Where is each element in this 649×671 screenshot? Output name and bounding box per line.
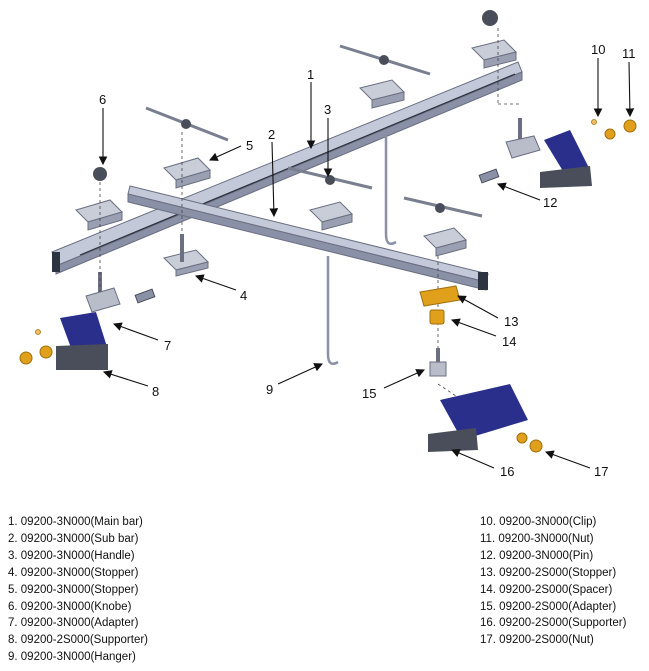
callout-8: 8 <box>152 384 159 399</box>
callout-9: 9 <box>266 382 273 397</box>
part-item: 9. 09200-3N000(Hanger) <box>8 651 136 664</box>
brass-parts <box>19 119 637 453</box>
leader-lines <box>98 58 635 469</box>
callout-14: 14 <box>502 334 516 349</box>
part-item: 5. 09200-3N000(Stopper) <box>8 583 139 596</box>
callout-5: 5 <box>246 138 253 153</box>
callout-11: 11 <box>622 46 636 61</box>
part-item: 8. 09200-2S000(Supporter) <box>8 634 149 647</box>
adapters <box>85 135 541 377</box>
part-item: 15. 09200-2S000(Adapter) <box>480 600 617 613</box>
exploded-assembly-diagram: 1 2 3 4 5 6 7 8 9 10 11 12 13 14 15 16 1… <box>19 10 637 479</box>
part-item: 3. 09200-3N000(Handle) <box>8 549 135 562</box>
callout-12: 12 <box>543 195 557 210</box>
parts-list-left: 1. 09200-3N000(Main bar) 2. 09200-3N000(… <box>8 514 148 666</box>
part-item: 11. 09200-3N000(Nut) <box>480 532 594 545</box>
callout-2: 2 <box>268 127 275 142</box>
part-item: 6. 09200-3N000(Knobe) <box>8 600 132 613</box>
part-item: 2. 09200-3N000(Sub bar) <box>8 532 139 545</box>
part-item: 17. 09200-2S000(Nut) <box>480 634 594 647</box>
callout-4: 4 <box>240 288 247 303</box>
callout-17: 17 <box>594 464 608 479</box>
callout-16: 16 <box>500 464 514 479</box>
clips <box>35 119 597 335</box>
callout-15: 15 <box>362 386 376 401</box>
part-item: 10. 09200-3N000(Clip) <box>480 516 597 528</box>
callout-3: 3 <box>324 102 331 117</box>
parts-list-right: 10. 09200-3N000(Clip) 11. 09200-3N000(Nu… <box>480 514 626 649</box>
main-bar <box>51 61 523 275</box>
hangers <box>326 136 397 365</box>
part-item: 1. 09200-3N000(Main bar) <box>8 516 143 528</box>
pins <box>134 168 500 304</box>
stopper-blocks <box>75 39 517 277</box>
callout-7: 7 <box>164 338 171 353</box>
part-item: 13. 09200-2S000(Stopper) <box>480 566 617 579</box>
part-item: 12. 09200-3N000(Pin) <box>480 549 594 562</box>
sub-bar <box>127 185 489 291</box>
callout-6: 6 <box>99 92 106 107</box>
callout-1: 1 <box>307 67 314 82</box>
part-item: 7. 09200-3N000(Adapter) <box>8 617 139 630</box>
supporters <box>56 130 592 452</box>
part-item: 4. 09200-3N000(Stopper) <box>8 566 139 579</box>
part-item: 14. 09200-2S000(Spacer) <box>480 583 613 596</box>
callout-10: 10 <box>591 42 605 57</box>
part-item: 16. 09200-2S000(Supporter) <box>480 617 627 630</box>
callout-13: 13 <box>504 314 518 329</box>
knobs <box>93 10 498 213</box>
